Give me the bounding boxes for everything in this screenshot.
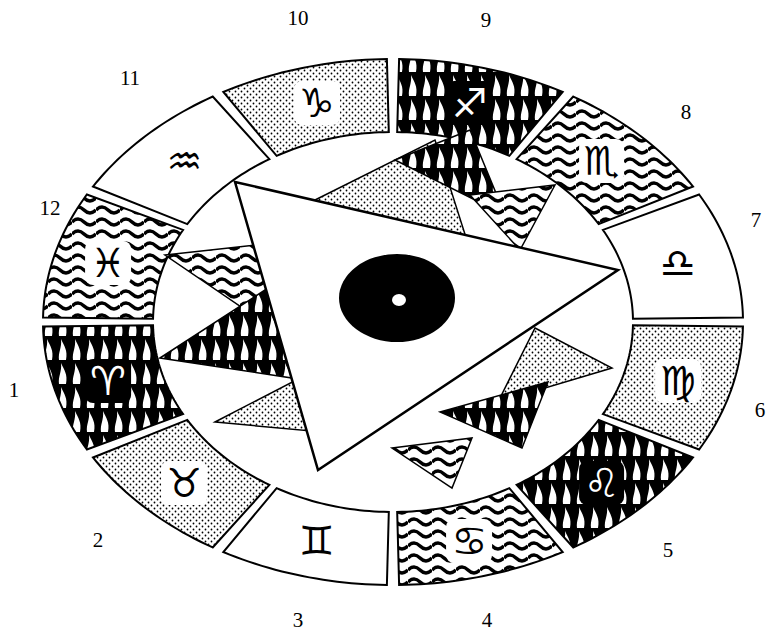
zodiac-sign: ♊ <box>294 519 340 563</box>
zodiac-sign: ♎ <box>655 241 701 285</box>
zodiac-segment <box>603 325 743 449</box>
zodiac-sign: ♉ <box>161 461 207 505</box>
zodiac-sign: ♌ <box>579 461 625 505</box>
zodiac-sign: ♒ <box>161 139 207 183</box>
zodiac-segment <box>397 59 562 156</box>
house-number: 4 <box>482 610 493 631</box>
house-number: 10 <box>288 8 309 29</box>
house-number: 6 <box>755 400 766 421</box>
zodiac-sign: ♑ <box>294 81 340 125</box>
house-number: 11 <box>120 68 140 89</box>
house-number: 9 <box>481 10 492 31</box>
house-number: 3 <box>293 610 304 631</box>
zodiac-sign: ♈ <box>85 359 131 403</box>
zodiac-segment <box>517 420 693 548</box>
zodiac-sign: ♋ <box>446 519 492 563</box>
house-number: 5 <box>663 540 674 561</box>
zodiac-segment <box>43 194 183 318</box>
house-number: 2 <box>93 530 104 551</box>
house-number: 8 <box>681 102 692 123</box>
house-number: 1 <box>9 380 20 401</box>
zodiac-sign: ♓ <box>85 241 131 285</box>
house-number: 12 <box>40 198 61 219</box>
zodiac-sign: ♏ <box>579 139 625 183</box>
house-number: 7 <box>751 210 762 231</box>
zodiac-sign: ♐ <box>446 81 492 125</box>
zodiac-sign: ♍ <box>655 359 701 403</box>
zodiac-segment <box>223 488 388 585</box>
